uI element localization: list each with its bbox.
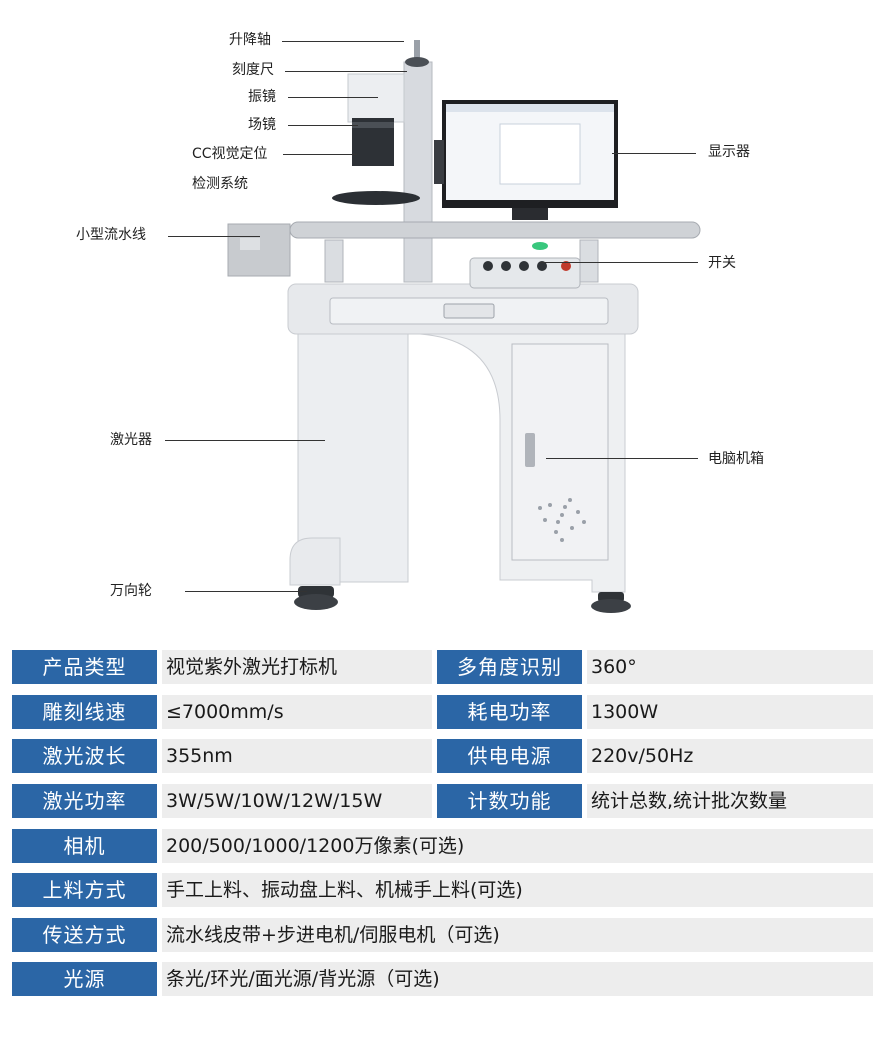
leader-line-scale-ruler [285, 71, 407, 72]
callout-mini-conveyor: 小型流水线 [76, 227, 146, 243]
leader-line-caster [185, 591, 307, 592]
machine-illustration: 升降轴 刻度尺 振镜 场镜 CC视觉定位 检测系统 小型流水线 激光器 万向轮 … [76, 32, 764, 613]
spec-value-multi-angle: 360° [587, 650, 873, 684]
spec-label-transport: 传送方式 [12, 918, 157, 952]
spec-label-loading: 上料方式 [12, 873, 157, 907]
spec-value-product-type: 视觉紫外激光打标机 [162, 650, 432, 684]
callout-computer-case: 电脑机箱 [708, 451, 764, 467]
spec-row: 上料方式 手工上料、振动盘上料、机械手上料(可选) [12, 873, 873, 907]
leader-line-computer-case [546, 458, 698, 459]
spec-row: 传送方式 流水线皮带+步进电机/伺服电机（可选) [12, 918, 873, 952]
spec-label-counting: 计数功能 [437, 784, 582, 818]
leader-line-display [612, 153, 696, 154]
spec-value-power-supply: 220v/50Hz [587, 739, 873, 773]
spec-row: 相机 200/500/1000/1200万像素(可选) [12, 829, 873, 863]
leader-line-mini-conveyor [168, 236, 260, 237]
spec-label-multi-angle: 多角度识别 [437, 650, 582, 684]
spec-value-power-consumption: 1300W [587, 695, 873, 729]
leader-line-cc-vision [283, 154, 357, 155]
spec-row: 产品类型 视觉紫外激光打标机 多角度识别 360° [12, 650, 873, 684]
callout-lift-axis: 升降轴 [229, 32, 271, 48]
spec-row: 激光波长 355nm 供电电源 220v/50Hz [12, 739, 873, 773]
callout-switch: 开关 [708, 255, 736, 271]
callout-laser: 激光器 [110, 432, 152, 448]
spec-value-laser-power: 3W/5W/10W/12W/15W [162, 784, 432, 818]
callout-caster: 万向轮 [110, 583, 152, 599]
spec-label-camera: 相机 [12, 829, 157, 863]
callout-scale-ruler: 刻度尺 [232, 62, 274, 78]
spec-value-light-source: 条光/环光/面光源/背光源（可选) [162, 962, 873, 996]
leader-line-galvo [288, 97, 378, 98]
spec-label-laser-power: 激光功率 [12, 784, 157, 818]
spec-label-power-supply: 供电电源 [437, 739, 582, 773]
leader-line-field-lens [288, 125, 358, 126]
spec-row: 雕刻线速 ≤7000mm/s 耗电功率 1300W [12, 695, 873, 729]
leader-line-laser [165, 440, 325, 441]
spec-label-product-type: 产品类型 [12, 650, 157, 684]
laser-marking-machine-drawing [227, 40, 701, 613]
leader-line-switch [540, 262, 698, 263]
spec-label-engrave-speed: 雕刻线速 [12, 695, 157, 729]
callout-display: 显示器 [708, 144, 750, 160]
spec-label-light-source: 光源 [12, 962, 157, 996]
spec-value-wavelength: 355nm [162, 739, 432, 773]
spec-value-transport: 流水线皮带+步进电机/伺服电机（可选) [162, 918, 873, 952]
spec-value-camera: 200/500/1000/1200万像素(可选) [162, 829, 873, 863]
spec-value-engrave-speed: ≤7000mm/s [162, 695, 432, 729]
spec-row: 光源 条光/环光/面光源/背光源（可选) [12, 962, 873, 996]
callout-cc-vision: CC视觉定位 [192, 146, 268, 162]
spec-value-loading: 手工上料、振动盘上料、机械手上料(可选) [162, 873, 873, 907]
callout-detection-system: 检测系统 [192, 176, 248, 192]
spec-value-counting: 统计总数,统计批次数量 [587, 784, 873, 818]
spec-label-power-consumption: 耗电功率 [437, 695, 582, 729]
spec-label-wavelength: 激光波长 [12, 739, 157, 773]
callout-galvo: 振镜 [248, 89, 276, 105]
spec-row: 激光功率 3W/5W/10W/12W/15W 计数功能 统计总数,统计批次数量 [12, 784, 873, 818]
leader-line-lift-axis [282, 41, 404, 42]
callout-field-lens: 场镜 [248, 117, 276, 133]
